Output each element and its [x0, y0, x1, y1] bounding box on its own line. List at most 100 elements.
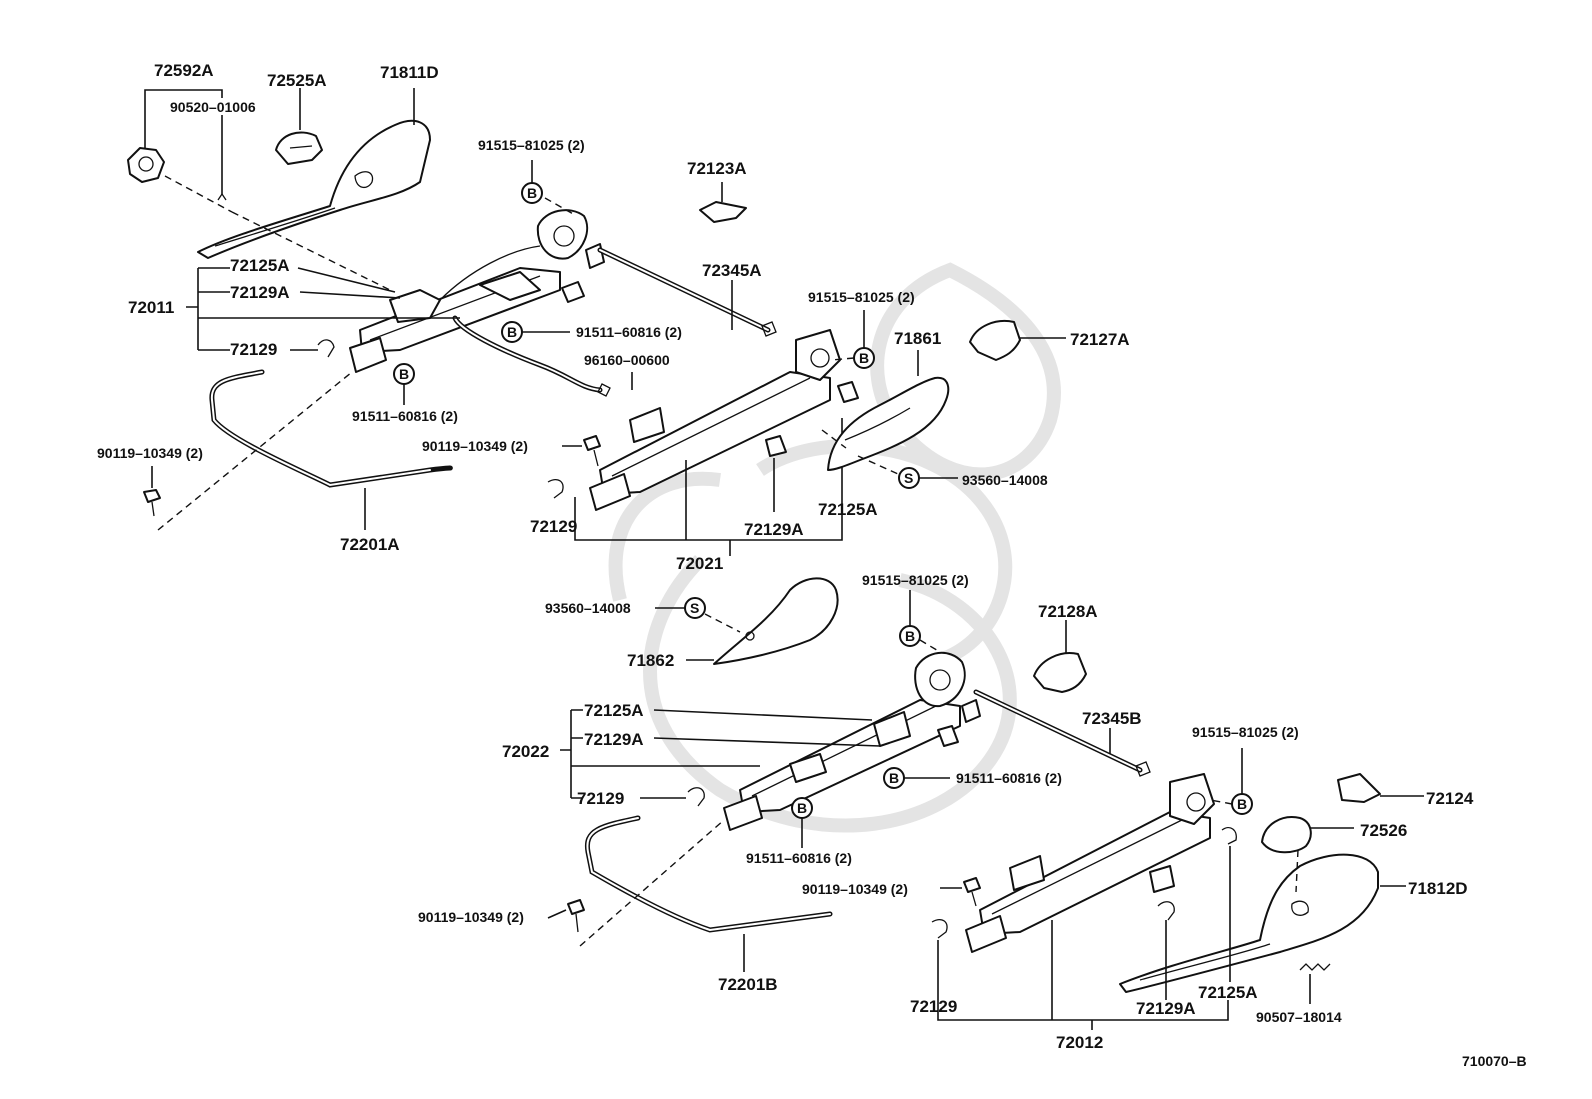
- clip-90520: [217, 192, 227, 201]
- label-96160-00600: 96160–00600: [584, 352, 670, 368]
- label-72128A: 72128A: [1038, 602, 1098, 621]
- cover-72525A: [275, 131, 323, 165]
- clip-72129-4: [931, 918, 948, 939]
- cover-72127A: [969, 320, 1021, 361]
- label-91515-81025-d: 91515–81025 (2): [1192, 724, 1299, 740]
- svg-text:B: B: [859, 350, 869, 366]
- cover-71811D: [197, 120, 431, 259]
- svg-text:B: B: [797, 800, 807, 816]
- label-72125A-4: 72125A: [1198, 983, 1258, 1002]
- dash-bar-a: [157, 371, 353, 531]
- label-72201A: 72201A: [340, 535, 400, 554]
- rail-72021: [589, 329, 859, 511]
- label-72125A-3: 72125A: [584, 701, 644, 720]
- bolt-90119-a: [143, 489, 161, 517]
- label-90507-18014: 90507–18014: [1256, 1009, 1342, 1025]
- label-71811D: 71811D: [380, 63, 439, 82]
- label-72129-1: 72129: [230, 340, 278, 359]
- label-72125A-2: 72125A: [818, 500, 878, 519]
- cover-71861: [827, 376, 950, 471]
- label-71861: 71861: [894, 329, 942, 348]
- leaders-72022: [640, 709, 881, 799]
- bolt-90119-b: [583, 435, 601, 467]
- clip-72129-1: [317, 339, 335, 358]
- label-72129-2: 72129: [530, 517, 578, 536]
- label-72022: 72022: [502, 742, 550, 761]
- label-72345B: 72345B: [1082, 709, 1142, 728]
- rail-72022: [723, 652, 981, 831]
- bracket-72012: [937, 846, 1231, 1021]
- label-91511-60816-b: 91511–60816 (2): [352, 408, 458, 424]
- dash-to-rail: [231, 211, 391, 291]
- label-72129-3: 72129: [577, 789, 625, 808]
- rail-72011: [349, 209, 605, 373]
- clip-72129-3: [687, 787, 705, 807]
- svg-text:B: B: [399, 366, 409, 382]
- bracket-72022: [560, 709, 760, 799]
- clip-72129-2: [547, 478, 564, 499]
- bar-72201B: [584, 815, 833, 933]
- label-72129A-3: 72129A: [584, 730, 644, 749]
- label-72592A: 72592A: [154, 61, 214, 80]
- leader-72592A: [144, 89, 223, 148]
- bolt-90119-c: [567, 899, 585, 933]
- label-90520-01006: 90520–01006: [170, 99, 256, 115]
- label-91515-81025-a: 91515–81025 (2): [478, 137, 585, 153]
- cover-72123A: [699, 201, 747, 223]
- cover-71862: [713, 577, 839, 665]
- label-72125A-1: 72125A: [230, 256, 290, 275]
- label-71812D: 71812D: [1408, 879, 1468, 898]
- label-90119-10349-b: 90119–10349 (2): [422, 438, 528, 454]
- cover-72124: [1337, 773, 1381, 803]
- label-72124: 72124: [1426, 789, 1474, 808]
- leaders-72011: [290, 267, 401, 351]
- label-91511-60816-c: 91511–60816 (2): [956, 770, 1062, 786]
- cover-72128A: [1033, 652, 1087, 693]
- bracket-72021: [574, 418, 843, 541]
- label-72129A-2: 72129A: [744, 520, 804, 539]
- label-91515-81025-b: 91515–81025 (2): [808, 289, 915, 305]
- label-72123A: 72123A: [687, 159, 747, 178]
- svg-text:B: B: [527, 185, 537, 201]
- knob-72526: [1261, 816, 1312, 854]
- clip-72125A-4: [1221, 826, 1237, 845]
- dash-knob: [164, 175, 233, 213]
- clip-90507: [1299, 963, 1331, 971]
- label-91511-60816-a: 91511–60816 (2): [576, 324, 682, 340]
- clip-72129A-4: [1157, 901, 1175, 921]
- label-93560-14008-b: 93560–14008: [545, 600, 631, 616]
- label-90119-10349-a: 90119–10349 (2): [97, 445, 203, 461]
- label-72129A-4: 72129A: [1136, 999, 1196, 1018]
- svg-text:B: B: [905, 628, 915, 644]
- bolt-90119-d: [963, 877, 981, 907]
- diagram-code: 710070–B: [1462, 1053, 1527, 1069]
- label-72525A: 72525A: [267, 71, 327, 90]
- label-72129-4: 72129: [910, 997, 958, 1016]
- label-72201B: 72201B: [718, 975, 778, 994]
- svg-text:B: B: [507, 324, 517, 340]
- label-91511-60816-d: 91511–60816 (2): [746, 850, 852, 866]
- svg-text:B: B: [1237, 796, 1247, 812]
- label-72012: 72012: [1056, 1033, 1104, 1052]
- svg-text:S: S: [904, 470, 913, 486]
- label-72526: 72526: [1360, 821, 1408, 840]
- cover-71812D: [1119, 853, 1379, 993]
- label-91515-81025-c: 91515–81025 (2): [862, 572, 969, 588]
- label-72021: 72021: [676, 554, 724, 573]
- svg-text:B: B: [889, 770, 899, 786]
- rail-72012: [965, 773, 1215, 953]
- bracket-72011: [186, 267, 460, 351]
- knob-72592A: [127, 147, 165, 183]
- label-72011: 72011: [128, 298, 175, 317]
- bar-72201A: [209, 369, 453, 488]
- label-93560-14008-a: 93560–14008: [962, 472, 1048, 488]
- svg-text:S: S: [690, 600, 699, 616]
- label-90119-10349-d: 90119–10349 (2): [418, 909, 524, 925]
- label-71862: 71862: [627, 651, 675, 670]
- label-72129A-1: 72129A: [230, 283, 290, 302]
- label-90119-10349-c: 90119–10349 (2): [802, 881, 908, 897]
- label-72345A: 72345A: [702, 261, 762, 280]
- watermark-emblem: [608, 262, 1061, 833]
